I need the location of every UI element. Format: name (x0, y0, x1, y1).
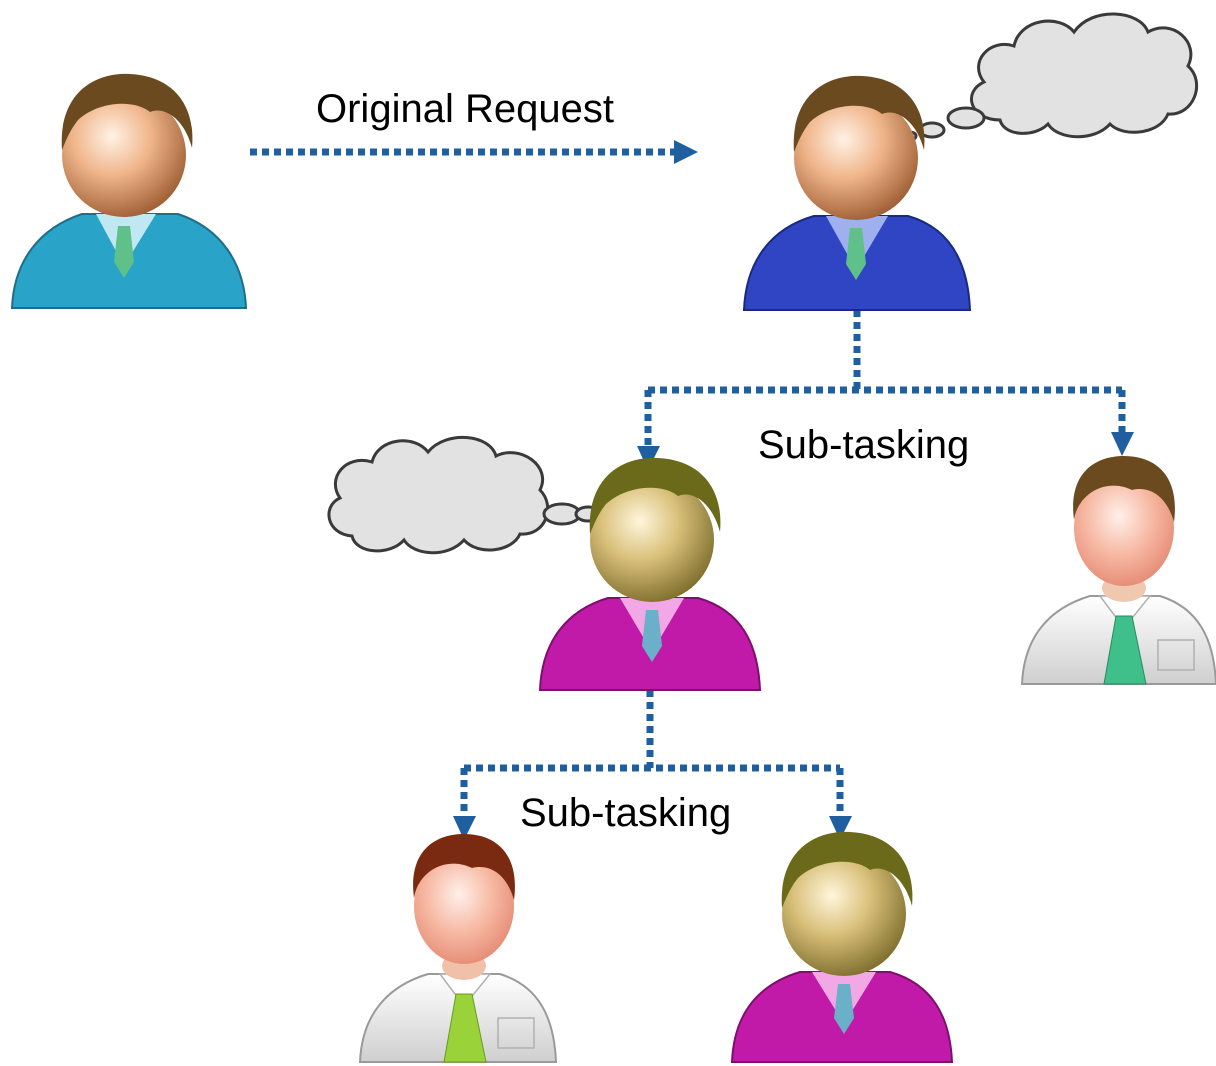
arrowhead-down-icon (1111, 432, 1134, 456)
arrowhead-down-icon (829, 816, 852, 840)
arrowhead-down-icon (453, 816, 476, 840)
person-magenta-suit-icon (730, 831, 954, 1063)
person-blue-suit-icon (10, 73, 248, 309)
subtasking-label-lower: Sub-tasking (520, 791, 731, 835)
arrowhead-down-icon (637, 446, 660, 470)
thought-cloud-icon (902, 12, 1199, 142)
subtasking-label-upper: Sub-tasking (758, 423, 969, 467)
thought-cloud-icon (327, 436, 611, 555)
person-white-shirt-icon (1020, 456, 1216, 685)
person-navy-suit-icon (742, 75, 972, 311)
person-white-shirt-icon (358, 834, 558, 1063)
original-request-label: Original Request (316, 87, 614, 131)
person-magenta-suit-icon (538, 457, 762, 691)
arrowhead-right-icon (674, 140, 698, 164)
arrowheads (453, 140, 1134, 840)
connectors (250, 148, 1126, 818)
